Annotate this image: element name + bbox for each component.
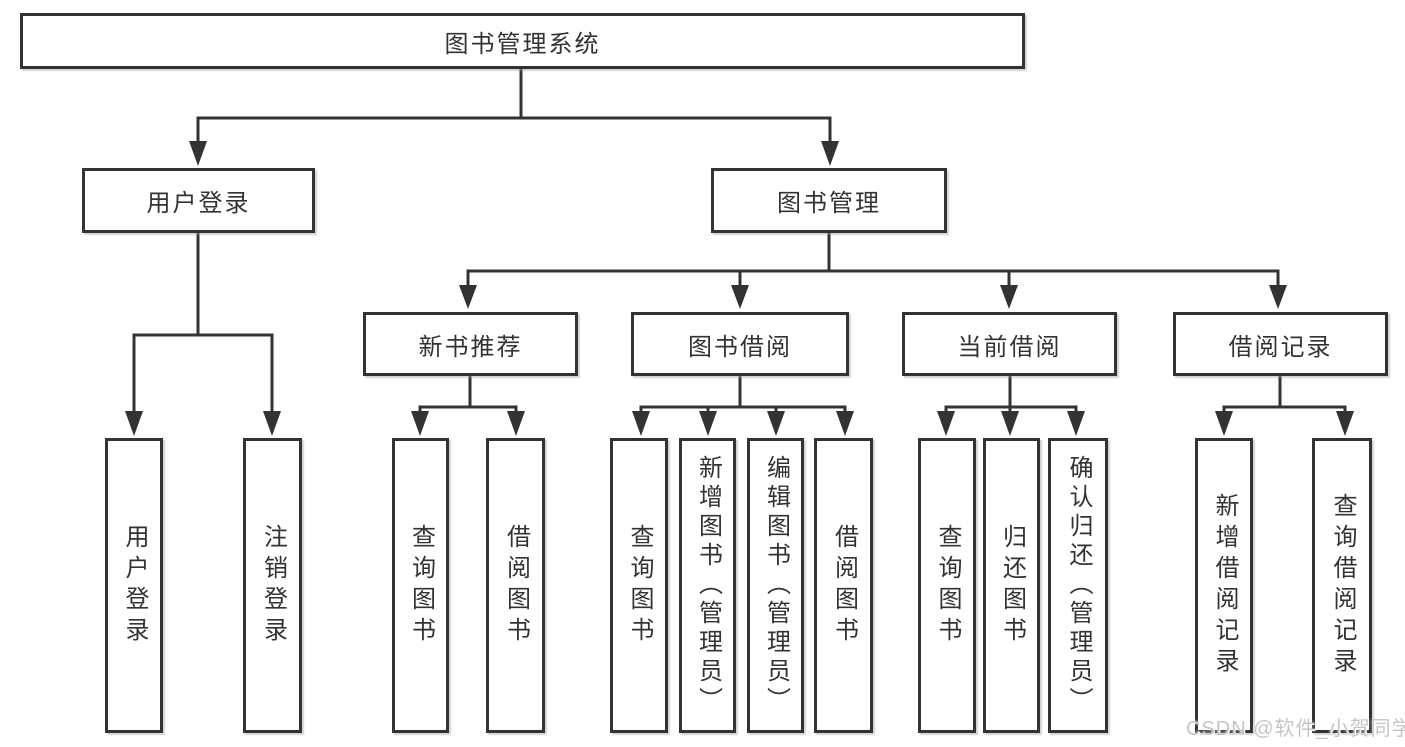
leaf-query-books-borrowing: 查询图书 <box>610 438 668 733</box>
node-root-book-management-system: 图书管理系统 <box>20 13 1025 69</box>
leaf-query-books-recommend: 查询图书 <box>392 438 449 733</box>
leaf-return-books: 归还图书 <box>983 438 1040 733</box>
leaf-user-login: 用户登录 <box>105 438 163 733</box>
node-book-borrowing: 图书借阅 <box>631 312 849 376</box>
leaf-confirm-return-admin: 确认归还（管理员） <box>1048 438 1108 733</box>
csdn-watermark: CSDN @软件_小贺同学 <box>1186 718 1405 740</box>
node-current-borrowing: 当前借阅 <box>902 312 1117 376</box>
arrowheads <box>125 141 1354 436</box>
leaf-borrow-books-recommend: 借阅图书 <box>486 438 545 733</box>
leaf-add-book-admin: 新增图书（管理员） <box>679 438 736 733</box>
node-new-book-recommend: 新书推荐 <box>363 312 578 376</box>
leaf-borrow-books-borrowing: 借阅图书 <box>814 438 873 733</box>
node-borrowing-records: 借阅记录 <box>1173 312 1388 376</box>
leaf-query-books-current: 查询图书 <box>918 438 976 733</box>
leaf-edit-book-admin: 编辑图书（管理员） <box>747 438 804 733</box>
leaf-query-borrow-record: 查询借阅记录 <box>1312 438 1372 733</box>
leaf-add-borrow-record: 新增借阅记录 <box>1195 438 1253 733</box>
node-book-management: 图书管理 <box>711 168 947 233</box>
node-user-login: 用户登录 <box>82 168 315 233</box>
leaf-logout: 注销登录 <box>243 438 302 733</box>
